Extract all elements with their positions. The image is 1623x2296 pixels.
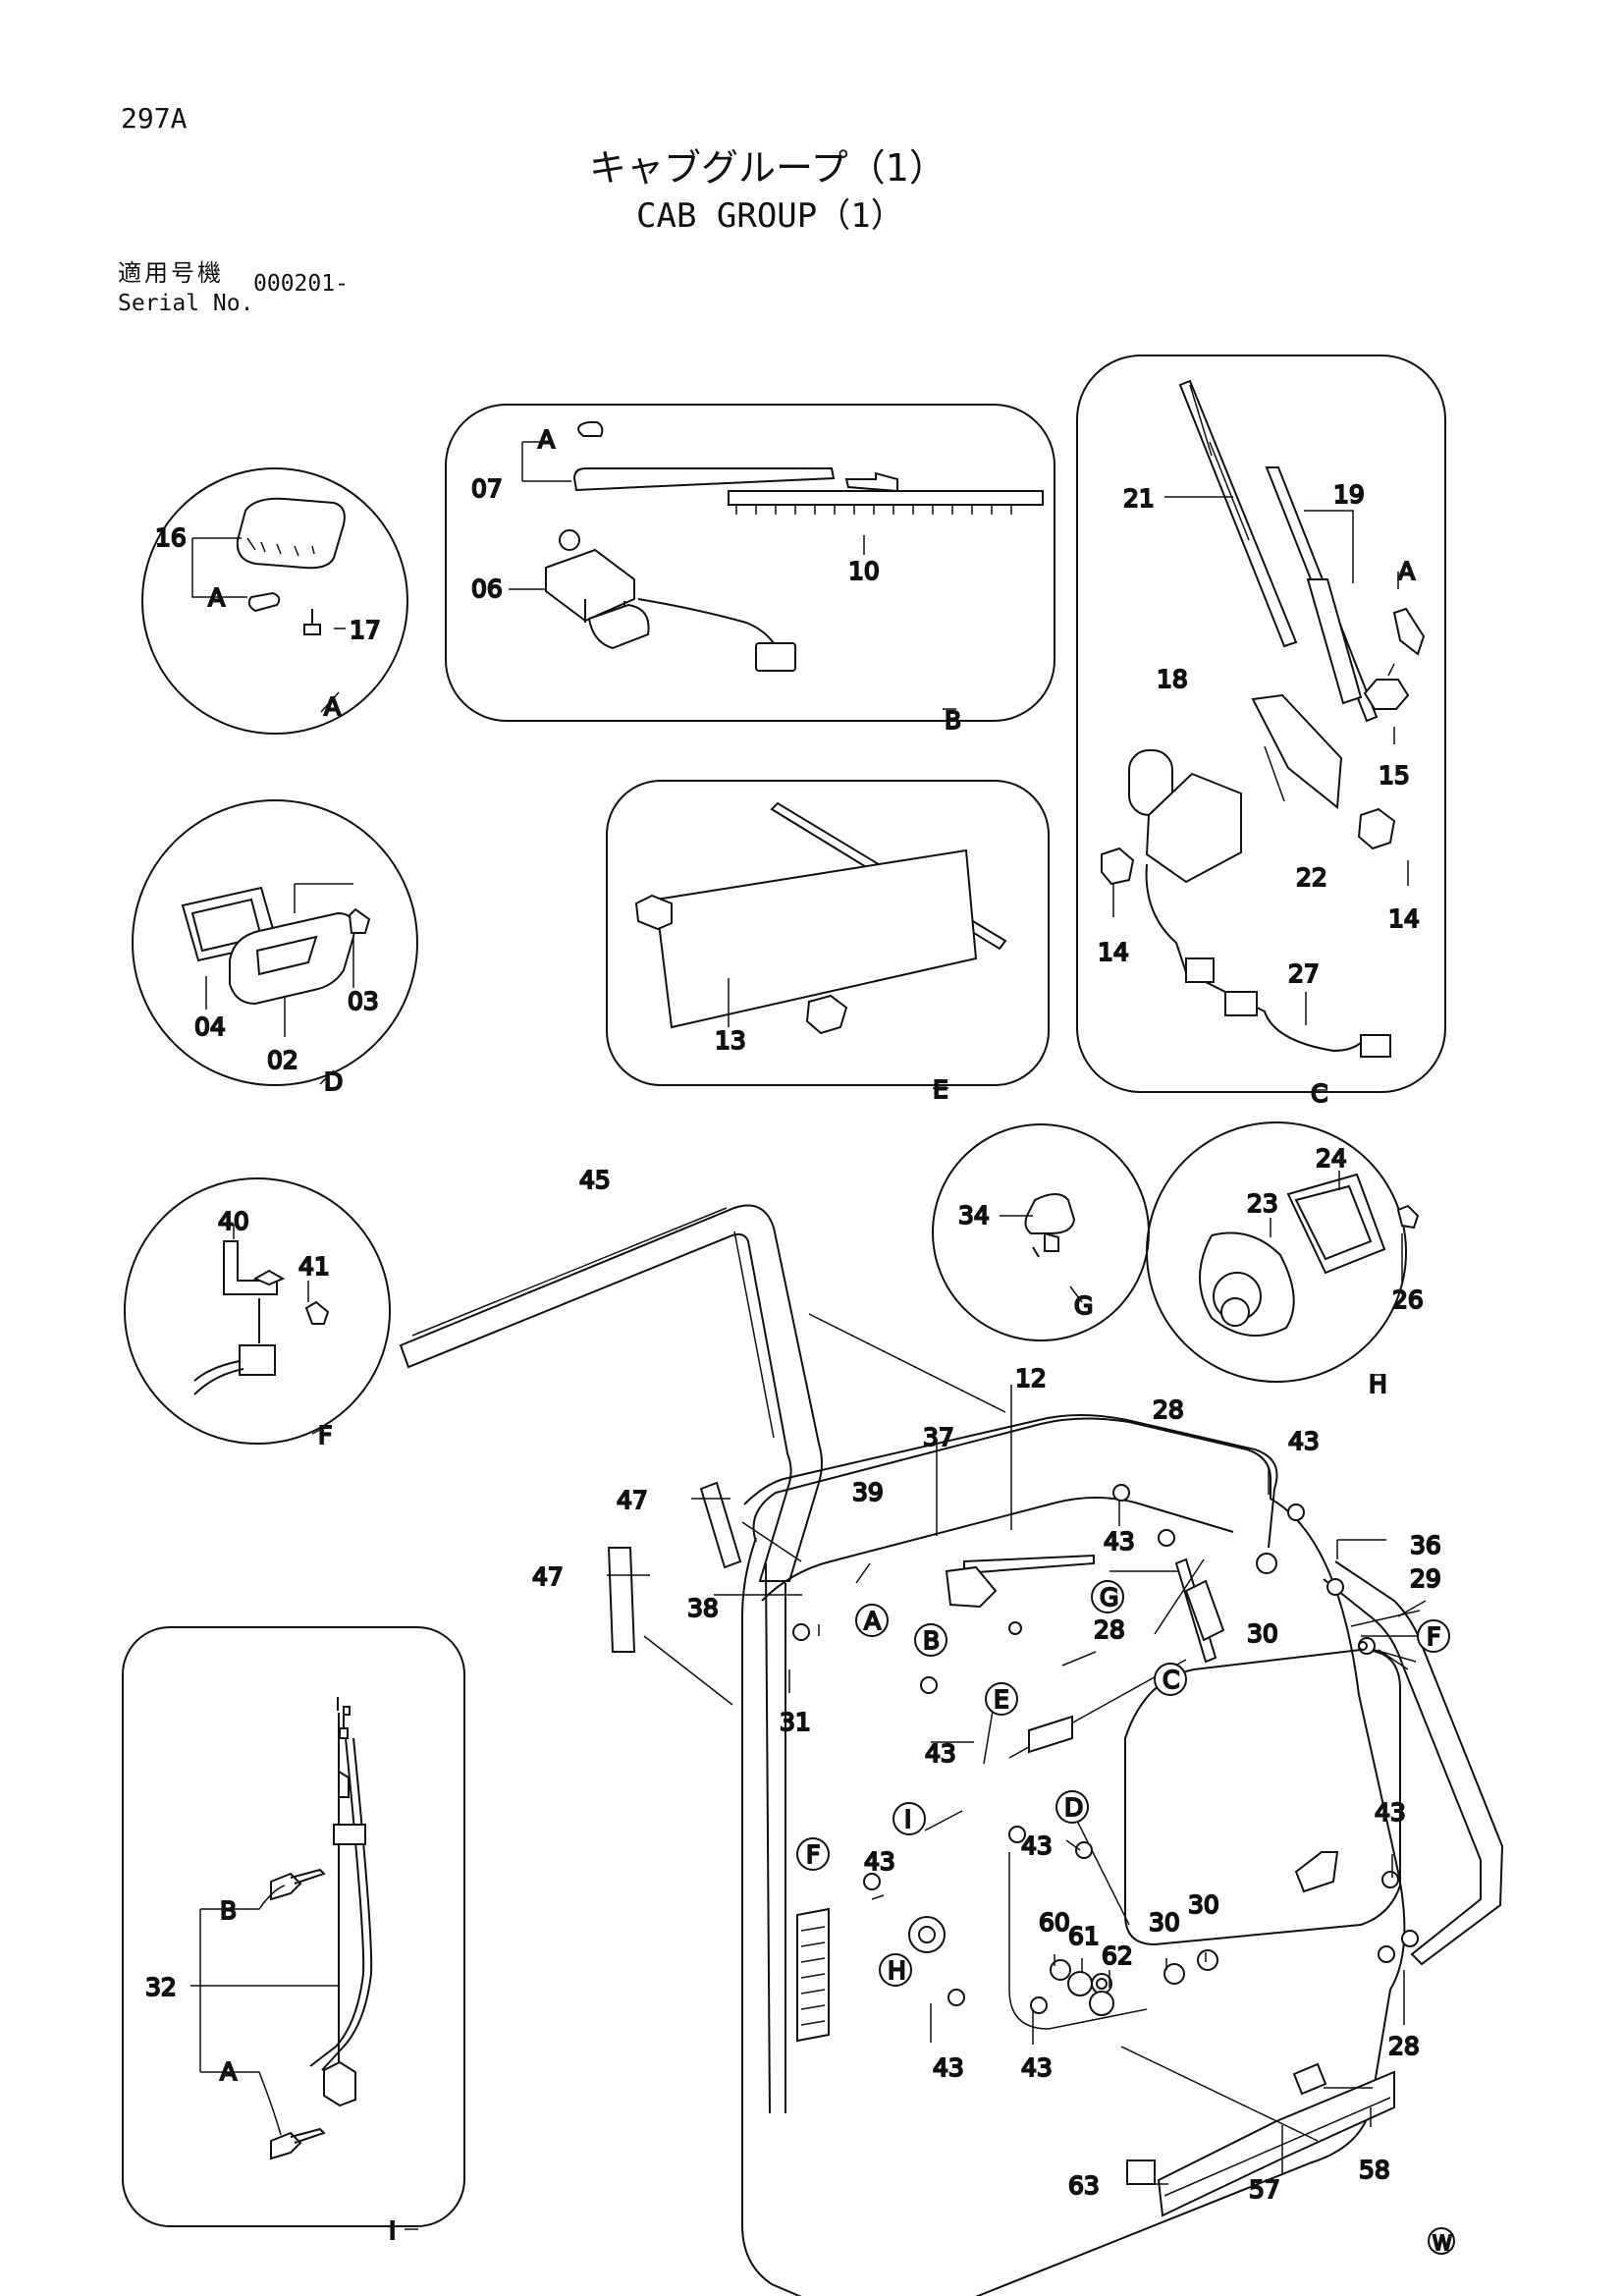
callout-i-view-label: I <box>389 2216 396 2245</box>
serial-value: 000201- <box>253 271 349 297</box>
part-label-17: 17 <box>350 616 381 644</box>
callout-d-main: D <box>1064 1793 1083 1822</box>
part-label-27: 27 <box>1288 959 1320 988</box>
part-label-47-lower: 47 <box>532 1562 564 1591</box>
part-label-60: 60 <box>1039 1908 1070 1937</box>
callout-b-detail-i: B <box>220 1896 237 1925</box>
part-label-29: 29 <box>1410 1564 1441 1593</box>
callout-h-main: H <box>888 1956 906 1985</box>
part-label-31: 31 <box>780 1708 811 1736</box>
detail-e-sunshade <box>606 780 1050 1089</box>
callout-a-detail-i: A <box>220 2057 237 2086</box>
detail-d-door-handle <box>132 799 418 1086</box>
part-label-41: 41 <box>298 1252 330 1281</box>
serial-label-japanese: 適用号機 <box>118 259 224 287</box>
part-label-30-lower-left: 30 <box>1149 1908 1180 1937</box>
cab-frame <box>399 1204 1504 2296</box>
part-label-28-center: 28 <box>1094 1615 1125 1644</box>
part-label-10: 10 <box>848 557 880 585</box>
part-label-61: 61 <box>1068 1922 1100 1950</box>
callout-a-detail-a: A <box>208 583 225 612</box>
footer-circle <box>1428 2227 1455 2255</box>
part-label-38: 38 <box>687 1594 719 1622</box>
part-label-07: 07 <box>471 474 503 503</box>
part-label-45: 45 <box>579 1166 611 1194</box>
part-label-32: 32 <box>145 1973 177 2001</box>
part-label-39: 39 <box>852 1478 884 1506</box>
detail-g-switch <box>932 1123 1150 1341</box>
part-label-43-left: 43 <box>864 1847 895 1876</box>
callout-a-detail-b: A <box>538 425 555 454</box>
part-label-40: 40 <box>218 1207 249 1235</box>
part-label-13: 13 <box>715 1026 746 1055</box>
callout-f-main-right: F <box>1427 1622 1440 1651</box>
callout-d-view-label: D <box>324 1067 343 1096</box>
detail-b-wiper-assembly <box>445 404 1055 722</box>
part-label-02: 02 <box>267 1046 298 1074</box>
detail-f-bracket <box>124 1177 391 1445</box>
callout-a-main: A <box>864 1607 881 1635</box>
detail-a-cab-light <box>141 467 408 735</box>
callout-f-view-label: F <box>318 1421 332 1449</box>
callout-e-main: E <box>994 1685 1009 1714</box>
callout-e-view-label: E <box>933 1075 948 1104</box>
part-label-30-lower-right: 30 <box>1188 1890 1219 1919</box>
part-label-14-right: 14 <box>1388 904 1420 933</box>
part-label-30-upper: 30 <box>1247 1619 1278 1648</box>
part-label-21: 21 <box>1123 484 1155 513</box>
part-label-14-left: 14 <box>1098 938 1129 966</box>
part-label-15: 15 <box>1379 761 1410 790</box>
part-label-37: 37 <box>923 1423 954 1451</box>
part-label-28-top: 28 <box>1153 1395 1184 1424</box>
part-label-43-bottom: 43 <box>1021 2053 1053 2082</box>
part-label-24: 24 <box>1316 1144 1347 1173</box>
serial-label-english: Serial No. <box>118 291 254 316</box>
part-label-16: 16 <box>155 523 187 552</box>
page-title-japanese: キャブグループ（1） <box>589 146 947 190</box>
part-label-04: 04 <box>194 1012 226 1041</box>
callout-c-main: C <box>1163 1666 1179 1694</box>
detail-i-antenna <box>122 1626 465 2230</box>
detail-h-speaker <box>1146 1121 1420 1383</box>
callout-b-view-label: B <box>945 706 961 735</box>
callout-a-detail-c: A <box>1398 557 1415 585</box>
callout-i-main: I <box>904 1805 911 1833</box>
part-label-28-bottom: 28 <box>1388 2032 1420 2060</box>
part-label-43-right: 43 <box>1375 1798 1406 1827</box>
part-label-57: 57 <box>1249 2175 1280 2204</box>
part-label-23: 23 <box>1247 1189 1278 1218</box>
part-label-26: 26 <box>1392 1285 1424 1314</box>
part-label-22: 22 <box>1296 863 1327 892</box>
part-label-03: 03 <box>348 987 379 1015</box>
callout-a-view-label: A <box>324 692 341 721</box>
part-label-43-mid: 43 <box>1021 1831 1053 1860</box>
part-label-47-upper: 47 <box>617 1486 648 1514</box>
part-label-63: 63 <box>1068 2171 1100 2200</box>
callout-f-main-panel: F <box>806 1840 820 1869</box>
part-label-58: 58 <box>1359 2156 1390 2184</box>
part-label-43-roof: 43 <box>1104 1527 1135 1556</box>
detail-c-rear-wiper <box>1076 355 1446 1093</box>
page-code: 297A <box>121 102 188 135</box>
callout-g-view-label: G <box>1074 1291 1093 1320</box>
part-label-36: 36 <box>1410 1531 1441 1559</box>
part-label-62: 62 <box>1102 1941 1133 1970</box>
footer-mark: W <box>1433 2231 1452 2255</box>
main-callouts <box>796 1580 1450 1987</box>
part-label-06: 06 <box>471 574 503 603</box>
callout-b-main: B <box>923 1626 940 1655</box>
callout-g-main: G <box>1100 1583 1118 1612</box>
part-label-43-center: 43 <box>925 1739 956 1768</box>
part-label-43-top-right: 43 <box>1288 1427 1320 1455</box>
part-label-19: 19 <box>1333 480 1365 509</box>
part-label-12: 12 <box>1015 1364 1047 1393</box>
callout-h-view-label: H <box>1369 1370 1387 1398</box>
part-label-18: 18 <box>1157 665 1188 693</box>
part-label-43-bottom-left: 43 <box>933 2053 964 2082</box>
callout-c-view-label: C <box>1311 1079 1327 1108</box>
part-label-34: 34 <box>958 1201 990 1230</box>
page-title-english: CAB GROUP（1） <box>636 196 904 236</box>
